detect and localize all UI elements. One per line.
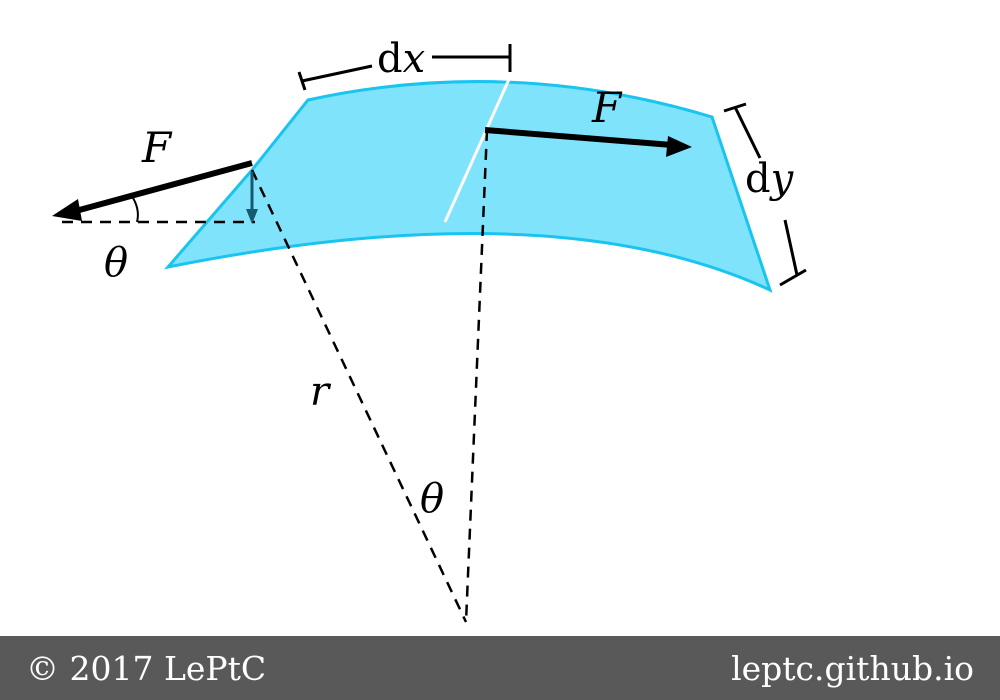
dx-bracket-right (432, 44, 512, 72)
cross-section-line (443, 76, 512, 223)
membrane-element (164, 80, 773, 293)
footer-bar: © 2017 LePtC leptc.github.io (0, 636, 1000, 700)
angle-arc-left (132, 197, 139, 223)
force-label-left: F (141, 123, 173, 172)
site-link[interactable]: leptc.github.io (731, 649, 974, 688)
membrane-diagram: F F θ θ r dx dy (52, 36, 807, 623)
radius-label: r (310, 369, 332, 415)
vertical-component-arrowhead (246, 209, 258, 224)
force-arrow-left (71, 160, 253, 215)
radius-line-left (250, 169, 468, 623)
theta-label-center: θ (420, 476, 444, 522)
force-arrow-right (484, 127, 673, 148)
dx-label: dx (377, 36, 425, 82)
force-arrowhead-right (666, 136, 692, 157)
dx-bracket-left (297, 64, 373, 91)
copyright-text: © 2017 LePtC (26, 649, 267, 688)
force-arrowhead-left (52, 199, 82, 221)
radius-line-center (464, 129, 489, 623)
dy-bracket (723, 102, 807, 287)
dy-label: dy (745, 156, 795, 202)
theta-label-left: θ (104, 240, 128, 286)
force-label-right: F (591, 83, 623, 132)
